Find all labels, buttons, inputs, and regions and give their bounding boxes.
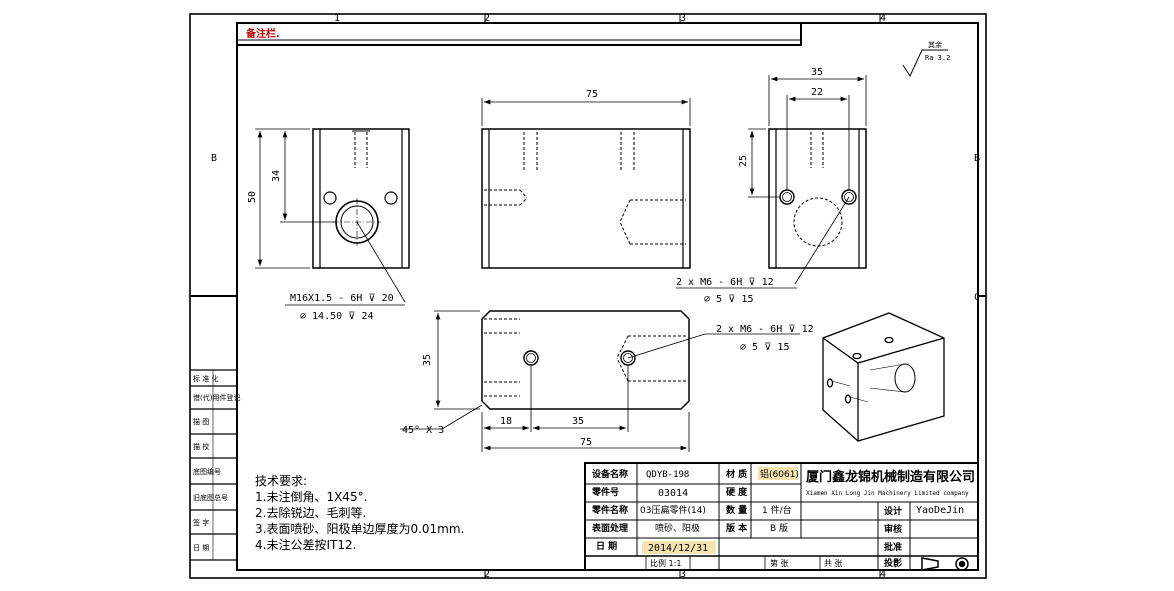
tb-total: 共 张	[824, 559, 843, 568]
dim-right-inner: 22	[811, 87, 823, 98]
callout-main-thread-1: M16X1.5 - 6H ⊽ 20	[290, 293, 394, 304]
dim-bottom-total: 75	[580, 437, 592, 448]
tb-date-label: 日 期	[596, 540, 617, 552]
tb-material: 铝(6061)	[760, 468, 799, 480]
grid-top-2: 2	[484, 13, 490, 24]
tech-item-4: 4.未注公差按IT12.	[255, 537, 356, 552]
dim-front-height: 50	[247, 191, 258, 203]
surface-roughness-icon: 其余 Ra 3.2	[902, 40, 950, 78]
grid-right-2: C	[974, 292, 980, 303]
grid-left-1: B	[211, 153, 217, 164]
tb-projection-label: 投影	[884, 557, 902, 569]
grid-bottom-4: 4	[880, 569, 886, 580]
left-strip	[190, 369, 237, 561]
svg-text:其余: 其余	[928, 40, 942, 49]
tech-item-3: 3.表面喷砂、阳极单边厚度为0.01mm.	[255, 521, 464, 536]
remark-box	[236, 22, 802, 46]
strip-1: 标 准 化	[193, 374, 218, 383]
grid-bottom-2: 2	[484, 569, 490, 580]
bottom-view	[481, 310, 690, 410]
strip-7: 签 字	[193, 518, 209, 527]
grid-right-1: B	[974, 153, 980, 164]
tb-company-en: Xiamen Xin Long Jin Machinery Limited co…	[806, 490, 969, 497]
tb-part-name-label: 零件名称	[591, 504, 628, 516]
tb-device-name: QDYB-198	[646, 470, 689, 480]
tb-part-no-label: 零件号	[591, 486, 619, 498]
tb-hardness-label: 硬 度	[726, 486, 748, 498]
dim-top-width: 75	[586, 89, 598, 100]
dim-bottom-height: 35	[422, 354, 433, 366]
tech-item-2: 2.去除锐边、毛刺等.	[255, 505, 366, 520]
right-view-dims	[676, 75, 867, 289]
tb-approve-label: 批准	[884, 541, 902, 553]
tb-quantity: 1 件/台	[762, 504, 792, 516]
grid-top-3: 3	[680, 13, 686, 24]
grid-top-1: 1	[334, 13, 340, 24]
tb-material-label: 材 质	[725, 468, 747, 480]
svg-text:Ra 3.2: Ra 3.2	[925, 54, 950, 62]
remark-label: 备注栏.	[245, 27, 280, 40]
tb-version: B 版	[770, 522, 788, 534]
strip-6: 旧底图总号	[193, 493, 228, 502]
callout-bottom-thread-2: ∅ 5 ⊽ 15	[740, 342, 789, 353]
callout-main-thread-2: ∅ 14.50 ⊽ 24	[300, 311, 374, 322]
dim-front-depth: 34	[271, 170, 282, 182]
front-view	[312, 128, 410, 269]
side-view	[481, 128, 691, 269]
tb-design-label: 设计	[884, 505, 902, 517]
strip-5: 底图编号	[193, 467, 221, 476]
title-block	[584, 462, 979, 571]
tb-company-cn: 厦门鑫龙锦机械制造有限公司	[806, 469, 975, 485]
dim-right-height: 25	[738, 155, 749, 167]
tb-designer: YaoDeJin	[916, 505, 964, 516]
tb-version-label: 版 本	[725, 522, 748, 534]
strip-8: 日 期	[193, 544, 209, 552]
dim-right-width: 35	[811, 67, 823, 78]
tb-surface-label: 表面处理	[591, 522, 628, 534]
tb-review-label: 审核	[884, 523, 902, 535]
strip-3: 描 图	[193, 417, 209, 426]
tb-scale: 比例 1:1	[650, 558, 681, 568]
callout-side-thread-1: 2 x M6 - 6H ⊽ 12	[676, 277, 774, 288]
isometric-view	[822, 312, 945, 442]
callout-bottom-thread-1: 2 x M6 - 6H ⊽ 12	[716, 324, 814, 335]
grid-bottom-3: 3	[680, 569, 686, 580]
tb-device-name-label: 设备名称	[592, 468, 628, 480]
strip-4: 描 校	[193, 442, 209, 451]
bottom-view-dims	[400, 310, 800, 452]
tb-surface: 喷砂、阳极	[655, 522, 700, 534]
tech-item-1: 1.未注倒角、1X45°.	[255, 489, 367, 504]
tech-title: 技术要求:	[255, 474, 307, 488]
strip-2: 借(代)用件登记	[193, 393, 240, 402]
dim-bottom-x2: 35	[572, 416, 584, 427]
dim-chamfer: 45° X 3	[402, 425, 444, 436]
tb-part-no: 03014	[658, 488, 688, 499]
tb-sheet: 第 张	[770, 558, 789, 568]
callout-side-thread-2: ∅ 5 ⊽ 15	[704, 294, 753, 305]
tb-date: 2014/12/31	[648, 543, 708, 554]
tb-material-highlight	[758, 467, 798, 480]
side-view-dims	[481, 98, 691, 126]
dim-bottom-x1: 18	[500, 416, 512, 427]
tb-quantity-label: 数 量	[726, 504, 747, 516]
grid-top-4: 4	[880, 13, 886, 24]
tb-part-name: 03压扁零件(14)	[640, 504, 706, 516]
front-view-dims	[255, 128, 406, 306]
zone-ticks	[190, 14, 986, 578]
tb-date-highlight	[642, 541, 716, 554]
projection-symbol-icon	[921, 557, 969, 571]
